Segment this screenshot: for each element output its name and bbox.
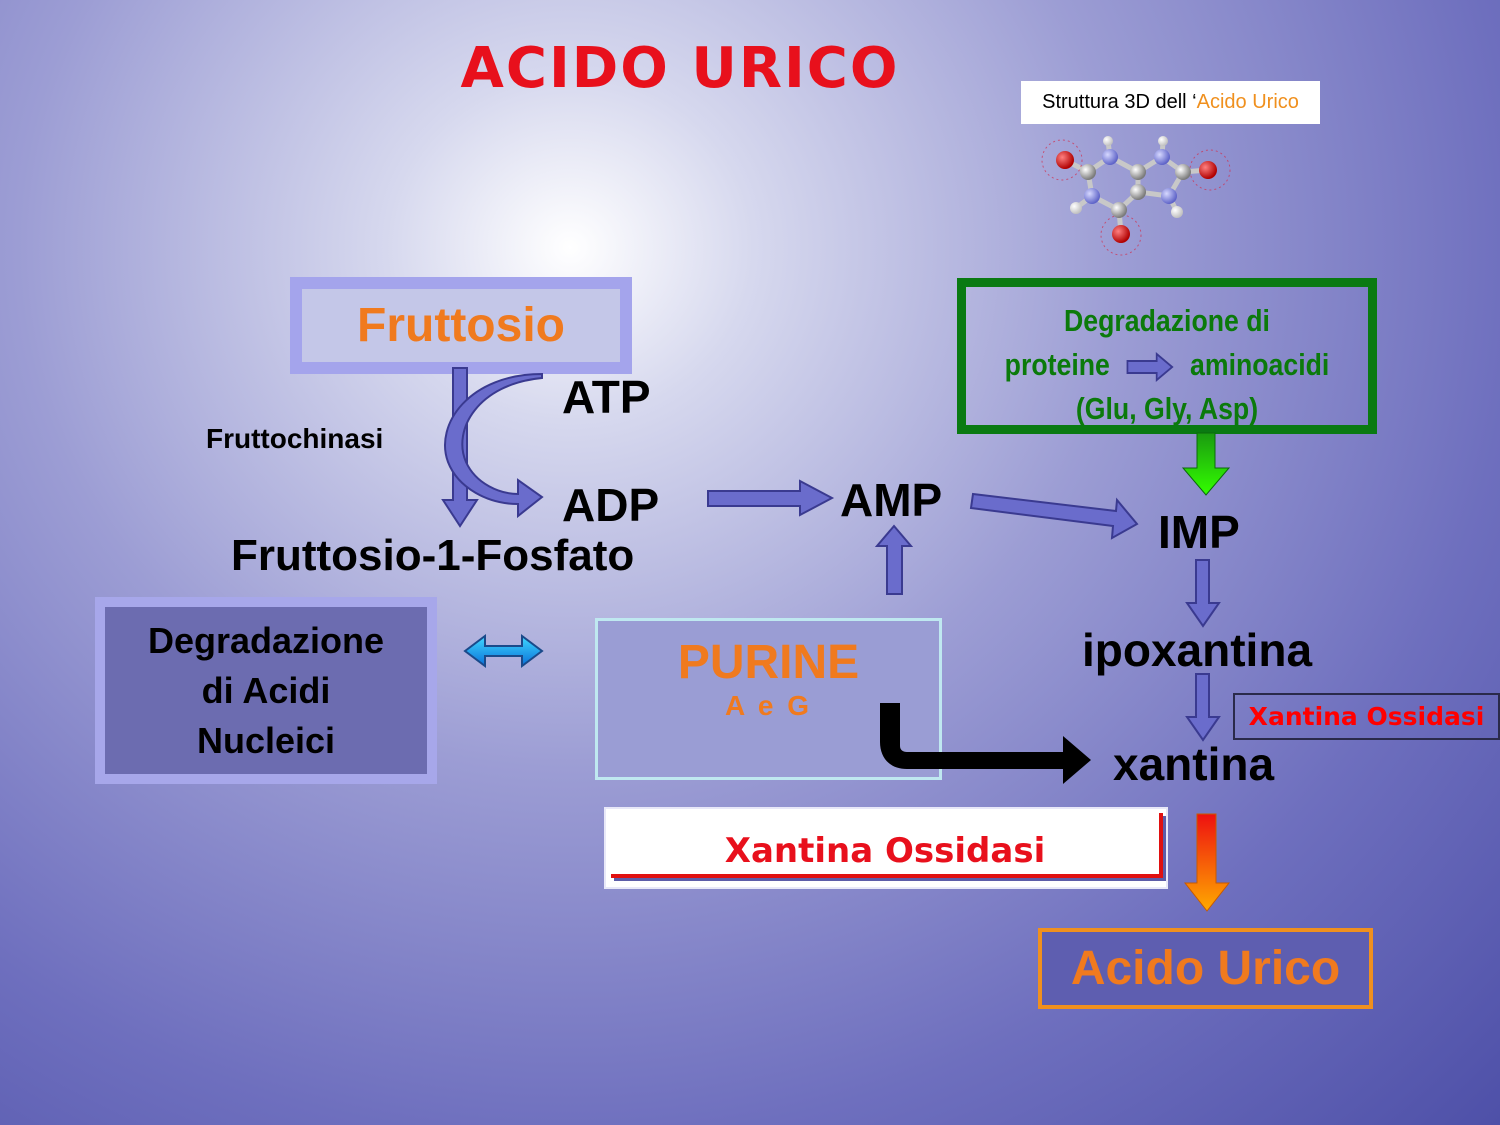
xantina-acido-urico-arrow-icon [1183, 813, 1231, 912]
nucleic-line-2: di Acidi [201, 669, 331, 711]
degradazione-proteine-line1: Degradazione di [1064, 303, 1270, 338]
fruttosio-1-fosfato-label: Fruttosio-1-Fosfato [231, 531, 635, 580]
atp-adp-curved-arrow-icon [444, 372, 544, 519]
amp-imp-arrow-icon [969, 492, 1139, 540]
adp-amp-arrow-icon [707, 479, 835, 517]
caption-accent: Acido Urico [1196, 91, 1299, 113]
nucleic-line-3: Nucleici [196, 719, 336, 761]
caption-prefix: Struttura 3D dell ‘ [1042, 91, 1197, 113]
purine-subtitle: A e G [724, 690, 813, 721]
fruttosio-label: Fruttosio [357, 299, 565, 352]
green-down-arrow-icon [1181, 432, 1231, 496]
double-arrow-icon [463, 634, 544, 668]
arrow-right-icon [1126, 351, 1174, 382]
xantina-ossidasi-small: Xantina Ossidasi [1233, 693, 1500, 740]
acido-urico-box: Acido Urico [1038, 928, 1373, 1009]
proteine-label: proteine [1004, 347, 1110, 382]
xantina-label: xantina [1113, 738, 1275, 790]
molecule-caption: Struttura 3D dell ‘Acido Urico [1021, 81, 1320, 124]
imp-ipoxantina-arrow-icon [1185, 559, 1221, 628]
degradazione-proteine-line2: proteine aminoacidi [994, 343, 1340, 387]
amp-label: AMP [840, 474, 943, 526]
xantina-ossidasi-big: Xantina Ossidasi [611, 813, 1163, 878]
nucleic-line-1: Degradazione [147, 619, 385, 661]
imp-label: IMP [1158, 506, 1240, 558]
xantina-ossidasi-box: Xantina Ossidasi [604, 807, 1168, 889]
purine-xantina-bent-arrow-icon [880, 703, 1091, 784]
acido-urico-label: Acido Urico [1070, 942, 1341, 995]
degradazione-proteine-box: Degradazione di proteine aminoacidi (Glu… [957, 278, 1377, 434]
page-title: ACIDO URICO [460, 36, 900, 101]
fruttosio-box: Fruttosio [290, 277, 632, 374]
ipoxantina-xantina-arrow-icon [1185, 673, 1221, 742]
degradazione-proteine-line3: (Glu, Gly, Asp) [1075, 391, 1259, 426]
degradazione-acidi-nucleici-box: Degradazione di Acidi Nucleici [95, 597, 437, 784]
fruttochinasi-label: Fruttochinasi [206, 423, 384, 454]
uric-acid-3d-molecule-icon [1041, 136, 1231, 256]
atp-label: ATP [562, 371, 651, 423]
purine-amp-up-arrow-icon [874, 524, 914, 595]
ipoxantina-label: ipoxantina [1082, 624, 1313, 676]
aminoacidi-label: aminoacidi [1190, 347, 1330, 382]
purine-title: PURINE [677, 636, 860, 689]
adp-label: ADP [562, 479, 660, 531]
